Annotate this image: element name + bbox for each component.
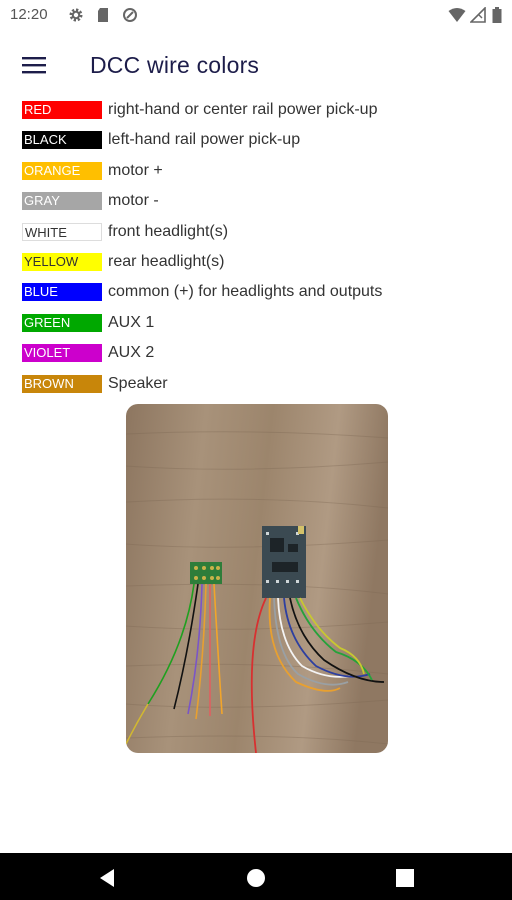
wire-description: AUX 1 — [108, 313, 155, 331]
wire-description: common (+) for headlights and outputs — [108, 283, 383, 301]
wire-description: AUX 2 — [108, 344, 155, 362]
legend-row-white: WHITE front headlight(s) — [22, 220, 492, 250]
home-icon[interactable] — [245, 867, 267, 889]
legend-row-yellow: YELLOW rear headlight(s) — [22, 250, 492, 280]
legend-row-violet: VIOLET AUX 2 — [22, 341, 492, 371]
gear-icon — [69, 8, 83, 22]
legend-row-gray: GRAY motor - — [22, 189, 492, 219]
legend-row-blue: BLUE common (+) for headlights and outpu… — [22, 280, 492, 310]
legend-row-black: BLACK left-hand rail power pick-up — [22, 128, 492, 158]
back-icon[interactable] — [96, 867, 118, 889]
cellular-signal-icon — [470, 7, 486, 23]
decoder-wiring-photo — [126, 404, 388, 753]
color-swatch-black: BLACK — [22, 131, 102, 150]
color-swatch-yellow: YELLOW — [22, 252, 102, 271]
data-saver-icon — [123, 8, 137, 22]
hamburger-menu-icon — [22, 57, 46, 74]
wire-description: motor - — [108, 192, 159, 210]
color-swatch-blue: BLUE — [22, 283, 102, 302]
status-time: 12:20 — [10, 6, 48, 23]
battery-icon — [492, 7, 502, 23]
color-swatch-orange: ORANGE — [22, 161, 102, 180]
color-swatch-green: GREEN — [22, 313, 102, 332]
app-bar: DCC wire colors — [0, 38, 512, 94]
legend-row-orange: ORANGE motor + — [22, 159, 492, 189]
color-swatch-red: RED — [22, 101, 102, 119]
wire-description: Speaker — [108, 374, 168, 392]
status-bar: 12:20 — [0, 0, 512, 30]
wire-color-legend: RED right-hand or center rail power pick… — [22, 98, 492, 402]
navigation-bar — [0, 853, 512, 900]
wire-description: left-hand rail power pick-up — [108, 131, 301, 149]
wifi-icon — [448, 8, 466, 22]
recents-icon[interactable] — [394, 867, 416, 889]
page-title: DCC wire colors — [90, 52, 260, 78]
menu-button[interactable] — [14, 50, 54, 80]
legend-row-green: GREEN AUX 1 — [22, 311, 492, 341]
wire-description: front headlight(s) — [108, 222, 229, 240]
color-swatch-violet: VIOLET — [22, 344, 102, 363]
color-swatch-gray: GRAY — [22, 192, 102, 211]
sd-card-icon — [98, 8, 108, 22]
legend-row-brown: BROWN Speaker — [22, 372, 492, 402]
legend-row-red: RED right-hand or center rail power pick… — [22, 98, 492, 128]
color-swatch-white: WHITE — [22, 222, 102, 241]
wire-description: right-hand or center rail power pick-up — [108, 101, 378, 118]
color-swatch-brown: BROWN — [22, 374, 102, 393]
wire-description: rear headlight(s) — [108, 252, 225, 270]
wire-description: motor + — [108, 161, 163, 179]
